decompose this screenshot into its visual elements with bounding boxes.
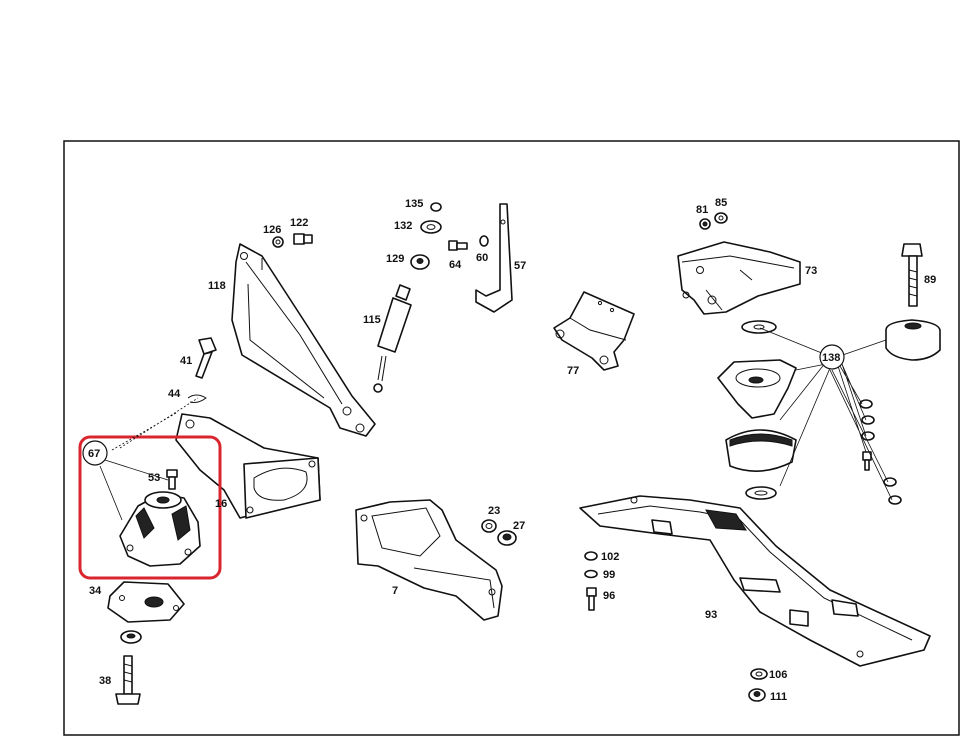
part-135-washer[interactable] [430, 202, 442, 212]
callout-ring-67 [82, 440, 108, 466]
part-81-nut[interactable] [699, 218, 711, 230]
part-115-damper[interactable] [373, 284, 412, 393]
part-111-nut[interactable] [748, 688, 766, 702]
part-93-crossmember[interactable] [579, 495, 931, 667]
callout-67[interactable]: 67 [88, 448, 100, 460]
callout-118[interactable]: 118 [208, 280, 226, 292]
part-122-bolt[interactable] [293, 233, 313, 245]
callout-129[interactable]: 129 [386, 253, 404, 265]
callout-41[interactable]: 41 [180, 355, 192, 367]
highlight-box-67 [78, 435, 222, 580]
part-washer-34[interactable] [120, 630, 142, 644]
leader-lines-67 [99, 397, 199, 521]
part-85-washer[interactable] [714, 212, 728, 224]
part-106-washer[interactable] [750, 668, 768, 680]
part-73-bracket[interactable] [677, 241, 801, 315]
callout-115[interactable]: 115 [363, 314, 381, 326]
callout-7[interactable]: 7 [392, 585, 398, 597]
part-67-engine-mount[interactable] [119, 491, 201, 567]
part-washer-lower[interactable] [745, 486, 777, 500]
part-102-nut[interactable] [584, 551, 598, 561]
part-77-plate[interactable] [553, 291, 635, 371]
callout-44[interactable]: 44 [168, 388, 181, 400]
part-23-washer[interactable] [481, 519, 497, 533]
part-64-bolt[interactable] [448, 240, 468, 251]
callout-135[interactable]: 135 [405, 198, 423, 210]
callout-38[interactable]: 38 [99, 675, 111, 687]
callout-81[interactable]: 81 [696, 204, 708, 216]
callout-126[interactable]: 126 [263, 224, 281, 236]
part-57-bracket[interactable] [475, 203, 513, 313]
callout-85[interactable]: 85 [715, 197, 727, 209]
part-rubber-ring[interactable] [725, 429, 797, 472]
callout-64[interactable]: 64 [449, 259, 462, 271]
part-132-washer[interactable] [420, 220, 442, 234]
part-126-nut[interactable] [272, 236, 284, 248]
callout-102[interactable]: 102 [601, 551, 619, 563]
part-washer-right[interactable] [741, 320, 777, 334]
part-7-bracket[interactable] [355, 499, 503, 621]
part-34-mount-base[interactable] [107, 581, 185, 623]
callout-23[interactable]: 23 [488, 505, 500, 517]
callout-16[interactable]: 16 [215, 498, 227, 510]
part-60-washer[interactable] [479, 235, 489, 247]
part-27-nut[interactable] [497, 530, 517, 546]
callout-34[interactable]: 34 [89, 585, 102, 597]
callout-60[interactable]: 60 [476, 252, 488, 264]
part-129-nut[interactable] [410, 254, 430, 270]
part-41-bolt[interactable] [195, 337, 217, 379]
diagram-frame [63, 140, 960, 736]
part-mount-cup[interactable] [717, 359, 797, 419]
callout-89[interactable]: 89 [924, 274, 936, 286]
part-89-bolt[interactable] [901, 243, 923, 307]
callout-111[interactable]: 111 [770, 691, 787, 703]
part-138-small-fasteners[interactable] [859, 399, 902, 505]
part-16-bracket[interactable] [175, 413, 321, 519]
callout-93[interactable]: 93 [705, 609, 717, 621]
callout-57[interactable]: 57 [514, 260, 526, 272]
callout-96[interactable]: 96 [603, 590, 615, 602]
part-96-bolt[interactable] [586, 587, 597, 611]
callout-73[interactable]: 73 [805, 265, 817, 277]
callout-ring-138 [819, 344, 845, 370]
callout-53[interactable]: 53 [148, 472, 160, 484]
part-53-bolt[interactable] [166, 469, 178, 490]
callout-122[interactable]: 122 [290, 217, 308, 229]
part-38-bolt[interactable] [115, 655, 141, 705]
part-118-bracket[interactable] [231, 243, 376, 437]
callout-132[interactable]: 132 [394, 220, 412, 232]
callout-106[interactable]: 106 [769, 669, 787, 681]
callout-27[interactable]: 27 [513, 520, 525, 532]
leader-lines-138 [759, 327, 893, 501]
callout-138[interactable]: 138 [822, 352, 840, 364]
callout-99[interactable]: 99 [603, 569, 615, 581]
part-99-washer[interactable] [584, 569, 598, 579]
callout-77[interactable]: 77 [567, 365, 579, 377]
part-rubber-buffer[interactable] [885, 319, 941, 361]
part-44-clip[interactable] [187, 394, 207, 403]
